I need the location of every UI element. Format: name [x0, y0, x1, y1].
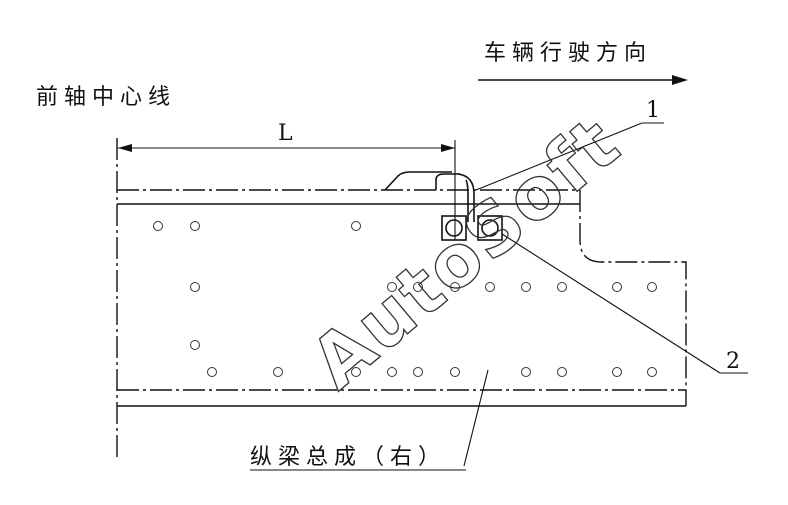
callout-1-leader: [475, 122, 664, 191]
bracket-part-1: [384, 171, 475, 222]
callout-2-leader: [501, 233, 748, 374]
front-axle-label: 前轴中心线: [36, 85, 176, 110]
watermark: AutoSoft: [295, 100, 635, 405]
dimension-l-label: L: [278, 121, 293, 146]
callout-2-label: 2: [726, 349, 740, 374]
callout-1-label: 1: [646, 98, 660, 123]
direction-arrow: [478, 75, 688, 85]
frame-rail: [117, 189, 687, 407]
assembly-leader: [463, 369, 489, 467]
bolts-part-2: [441, 215, 503, 241]
rail-holes: [153, 221, 657, 377]
assembly-label: 纵梁总成（右）: [250, 445, 446, 470]
direction-label: 车辆行驶方向: [484, 41, 652, 66]
